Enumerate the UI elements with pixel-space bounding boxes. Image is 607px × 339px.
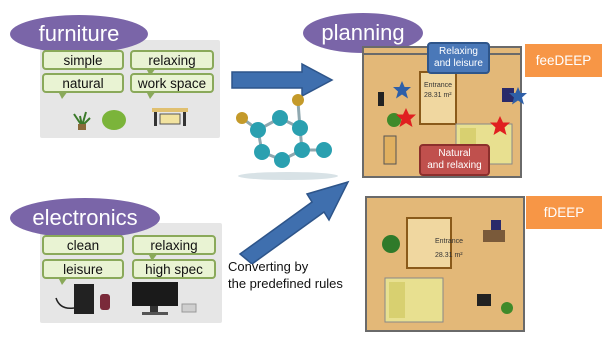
callout-relaxing-leisure-text: Relaxing and leisure	[434, 46, 483, 69]
electronics-tag-leisure: leisure	[42, 259, 124, 285]
desk	[383, 135, 397, 165]
electronics-tag-clean: clean	[42, 235, 124, 255]
chair	[491, 220, 501, 230]
feedeep-room-area: 28.31 m²	[424, 92, 452, 99]
desk	[483, 230, 505, 242]
converting-caption: Converting by the predefined rules	[228, 259, 343, 291]
furniture-tag-simple: simple	[42, 50, 124, 70]
red-star-icon-right	[490, 116, 510, 135]
desk-icon	[152, 108, 188, 126]
feedeep-room-label: Entrance	[424, 82, 453, 89]
fdeep-room-area: 28.31 m²	[435, 252, 463, 259]
electronics-tag-high-spec: high spec	[132, 259, 216, 279]
entrance-rug	[419, 71, 457, 125]
electronics-title: electronics	[10, 198, 160, 238]
pc-tower-icon	[74, 284, 94, 314]
plant	[382, 235, 400, 253]
callout-natural-relaxing-text: Natural and relaxing	[427, 148, 482, 171]
router-icon	[181, 303, 197, 313]
electronics-illustration	[55, 282, 197, 315]
callout-relaxing-leisure: Relaxing and leisure	[427, 42, 490, 74]
planning-stars	[393, 81, 527, 135]
blue-star-icon-left	[393, 81, 411, 99]
speaker-icon	[100, 294, 110, 310]
furniture-tag-relaxing: relaxing	[130, 50, 214, 76]
floor-plan-fdeep: Entrance 28.31 m²	[365, 196, 525, 332]
monitor-icon	[132, 282, 178, 315]
furniture-tag-work-space: work space	[130, 73, 214, 99]
badge-fdeep: fDEEP	[526, 196, 602, 229]
badge-feedeep: feeDEEP	[525, 44, 602, 77]
furniture-tag-natural: natural	[42, 73, 124, 99]
blue-star-icon-right	[509, 87, 527, 105]
fdeep-room-label: Entrance	[435, 238, 464, 245]
furniture-to-planning-arrow	[231, 62, 334, 98]
entrance-rug	[406, 217, 452, 269]
molecule-icon	[236, 94, 338, 180]
cable-icon	[55, 297, 75, 310]
chair	[502, 88, 514, 102]
plant	[387, 113, 401, 127]
furniture-illustration	[73, 108, 188, 130]
red-star-icon-left	[396, 108, 416, 127]
electronics-to-planning-arrow	[238, 180, 350, 264]
furniture-title: furniture	[10, 15, 148, 53]
plant-icon	[73, 111, 91, 130]
pouf-icon	[102, 110, 126, 130]
electronics-tag-relaxing: relaxing	[132, 235, 216, 261]
callout-natural-relaxing: Natural and relaxing	[419, 144, 490, 176]
